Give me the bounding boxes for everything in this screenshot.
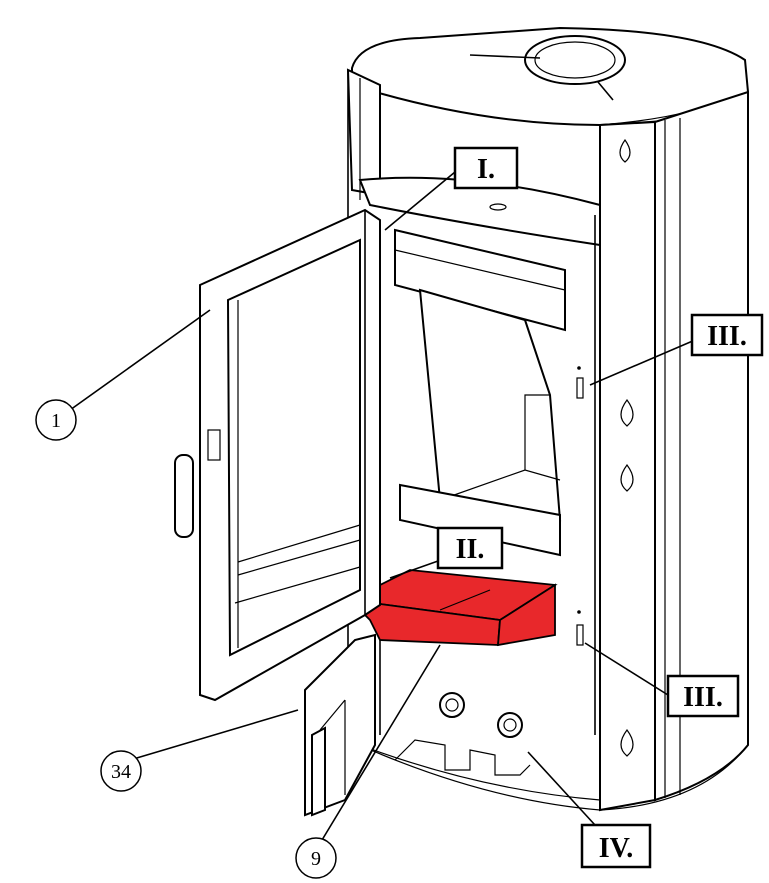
part-number-9: 9 [295, 837, 337, 879]
callout-I-text: I. [477, 154, 495, 185]
callout-III-lower: III. [666, 674, 740, 718]
stove-body [346, 26, 750, 812]
air-control-knobs [394, 692, 531, 776]
part-number-9-text: 9 [311, 848, 321, 870]
callout-I: I. [453, 146, 519, 190]
callout-III-lower-text: III. [683, 682, 723, 713]
part-number-34: 34 [100, 750, 142, 792]
callout-IV-text: IV. [599, 833, 634, 864]
callout-III-upper: III. [690, 313, 764, 357]
part-number-34-text: 34 [111, 761, 131, 783]
callout-II-text: II. [456, 534, 485, 565]
ash-pan-highlighted [346, 569, 558, 647]
part-number-1: 1 [35, 399, 77, 441]
callout-III-upper-text: III. [707, 321, 747, 352]
front-door [174, 208, 381, 702]
fire-chamber [358, 176, 601, 735]
callout-II: II. [436, 526, 504, 570]
callout-IV: IV. [580, 823, 652, 869]
ash-door [304, 633, 376, 817]
leader-lines [69, 171, 696, 841]
part-number-1-text: 1 [51, 410, 61, 432]
